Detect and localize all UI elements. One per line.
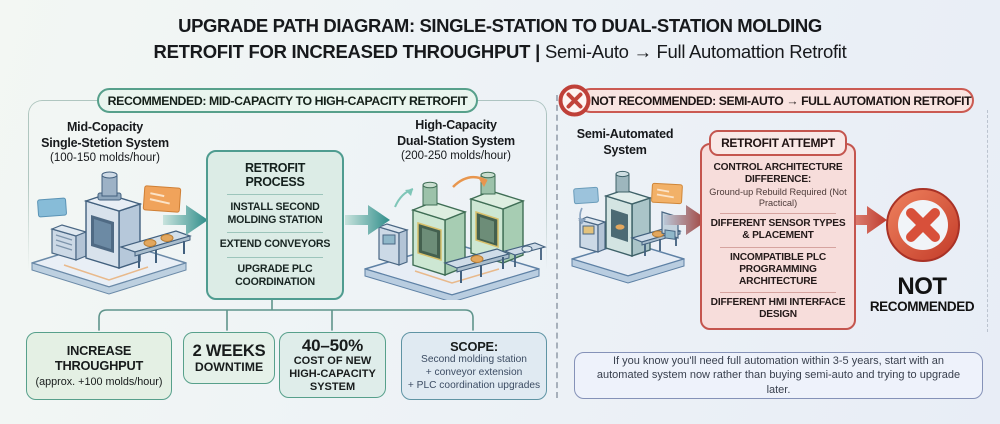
title-line2-bold: RETROFIT FOR INCREASED THROUGHPUT — [153, 40, 531, 62]
process-title: RETROFIT PROCESS — [244, 161, 306, 189]
single-station-illustration — [24, 163, 194, 300]
divider-line — [720, 246, 836, 248]
title-line1: UPGRADE PATH DIAGRAM: SINGLE-STATION TO … — [178, 15, 822, 36]
section-divider — [556, 95, 558, 398]
arrow-to-dual-station-icon — [345, 202, 390, 243]
benefit-scope-box: SCOPE: Second molding station + conveyor… — [401, 332, 547, 400]
semi-automated-illustration — [566, 158, 694, 298]
right-edge-divider — [987, 110, 988, 332]
dual-station-illustration — [357, 165, 549, 305]
divider-line — [720, 292, 836, 294]
title-separator: | — [535, 40, 540, 62]
advice-note: If you know you'll need full automation … — [574, 352, 983, 399]
mid-capacity-label: Mid-Copacity Single-Stetion System (100-… — [41, 120, 169, 165]
process-step: INSTALL SECOND MOLDING STATION — [227, 200, 323, 226]
divider-line — [720, 212, 836, 214]
attempt-issue: DIFFERENT SENSOR TYPES & PLACEMENT — [710, 218, 846, 242]
arrow-to-process-icon — [163, 202, 208, 243]
verdict-label: NOT RECOMMENDED — [869, 273, 975, 315]
arrow-to-attempt-icon — [664, 202, 708, 243]
attempt-issue: DIFFERENT HMI INTERFACE DESIGN — [710, 297, 846, 321]
process-step: UPGRADE PLC COORDINATION — [235, 263, 315, 289]
attempt-issue: INCOMPATIBLE PLC PROGRAMMING ARCHITECTUR… — [729, 251, 827, 287]
benefit-connector-lines — [98, 297, 474, 331]
divider-line — [227, 194, 323, 196]
not-recommended-banner: NOT RECOMMENDED: SEMI-AUTO → FULL AUTOMA… — [578, 88, 974, 113]
process-step: EXTEND CONVEYORS — [219, 238, 331, 251]
page-title: UPGRADE PATH DIAGRAM: SINGLE-STATION TO … — [0, 13, 1000, 64]
x-circle-icon — [558, 84, 591, 117]
high-capacity-label: High-Capacity Dual-Station System (200-2… — [397, 118, 515, 163]
benefit-cost-box: 40–50% COST OF NEW HIGH-CAPACITY SYSTEM — [279, 332, 386, 398]
attempt-issue: CONTROL ARCHITECTURE DIFFERENCE: Ground-… — [709, 161, 847, 208]
recommended-banner: RECOMMENDED: MID-CAPACITY TO HIGH-CAPACI… — [97, 88, 478, 113]
arrow-to-verdict-icon — [849, 203, 887, 242]
divider-line — [227, 256, 323, 258]
title-line2: RETROFIT FOR INCREASED THROUGHPUT|Semi-A… — [0, 39, 1000, 65]
benefit-throughput-box: INCREASE THROUGHPUT (approx. +100 molds/… — [26, 332, 172, 400]
semi-automated-label: Semi-Automated System — [576, 127, 674, 157]
benefit-downtime-box: 2 WEEKS DOWNTIME — [183, 332, 275, 384]
retrofit-process-box: RETROFIT PROCESS INSTALL SECOND MOLDING … — [206, 150, 344, 300]
title-line2-rest: Semi-Auto → Full Automattion Retrofit — [544, 40, 847, 62]
divider-line — [227, 232, 323, 234]
retrofit-attempt-header: RETROFIT ATTEMPT — [709, 130, 847, 156]
x-circle-icon — [884, 186, 962, 264]
retrofit-attempt-box: CONTROL ARCHITECTURE DIFFERENCE: Ground-… — [700, 143, 856, 330]
